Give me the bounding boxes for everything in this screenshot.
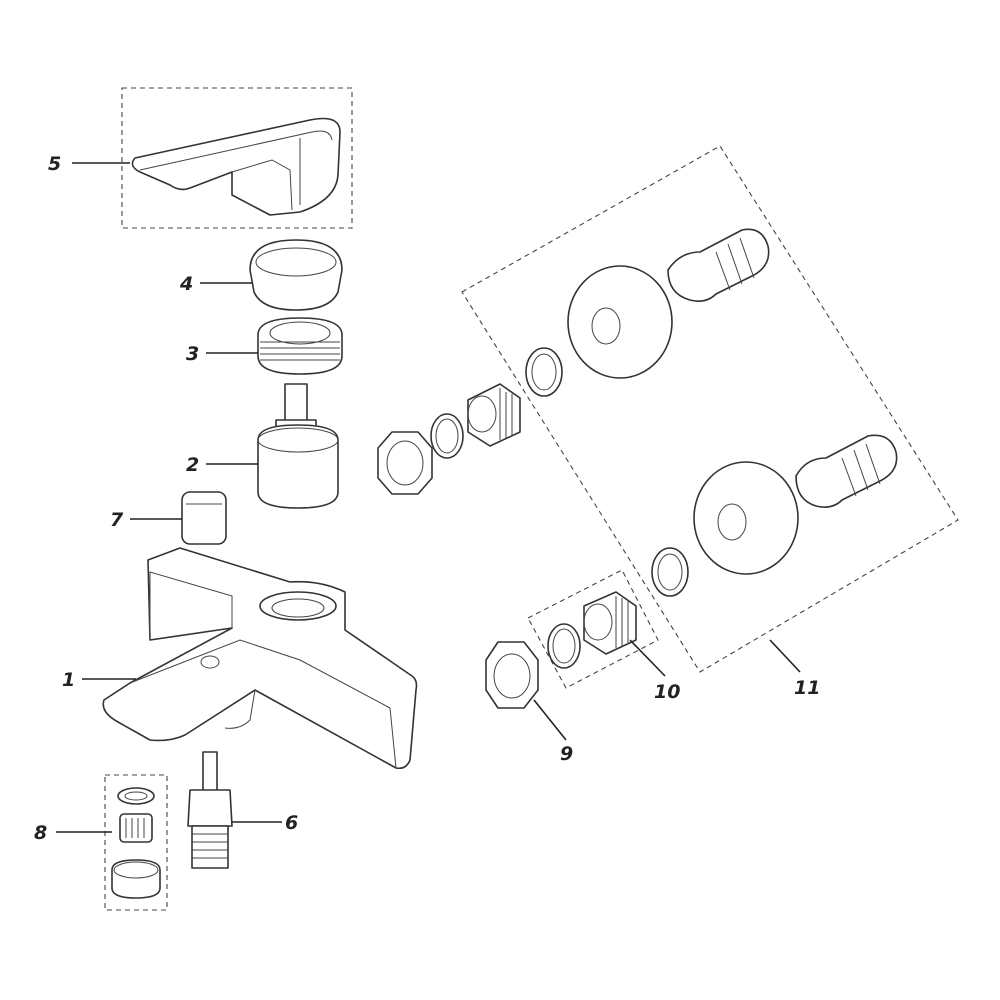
group-box-10 [527,569,659,689]
lower-connection-set [485,434,898,709]
part-6-diverter-valve [187,751,233,869]
label-10: 10 [654,681,680,703]
upper-connection-set [377,228,770,495]
part-7-cap [181,491,227,545]
group-box-5 [121,87,353,229]
part-2-cartridge [257,383,339,509]
label-11: 11 [794,677,820,699]
group-box-11 [461,145,959,673]
label-5: 5 [48,153,61,175]
label-9: 9 [560,743,573,765]
label-7: 7 [110,509,124,531]
group-box-8 [104,774,168,911]
label-4: 4 [179,273,193,295]
part-labels: 5 4 3 2 7 1 8 6 9 10 11 [34,153,820,844]
leader-lines [56,162,801,833]
part-4-dome-cover [249,239,343,311]
part-8-aerator-set [111,787,161,899]
part-3-threaded-ring [257,317,343,375]
label-6: 6 [285,812,298,834]
part-1-mixer-body [102,547,418,770]
label-3: 3 [186,343,199,365]
label-8: 8 [34,822,47,844]
label-2: 2 [186,454,199,476]
part-5-lever-handle [131,117,341,216]
label-1: 1 [62,669,75,691]
